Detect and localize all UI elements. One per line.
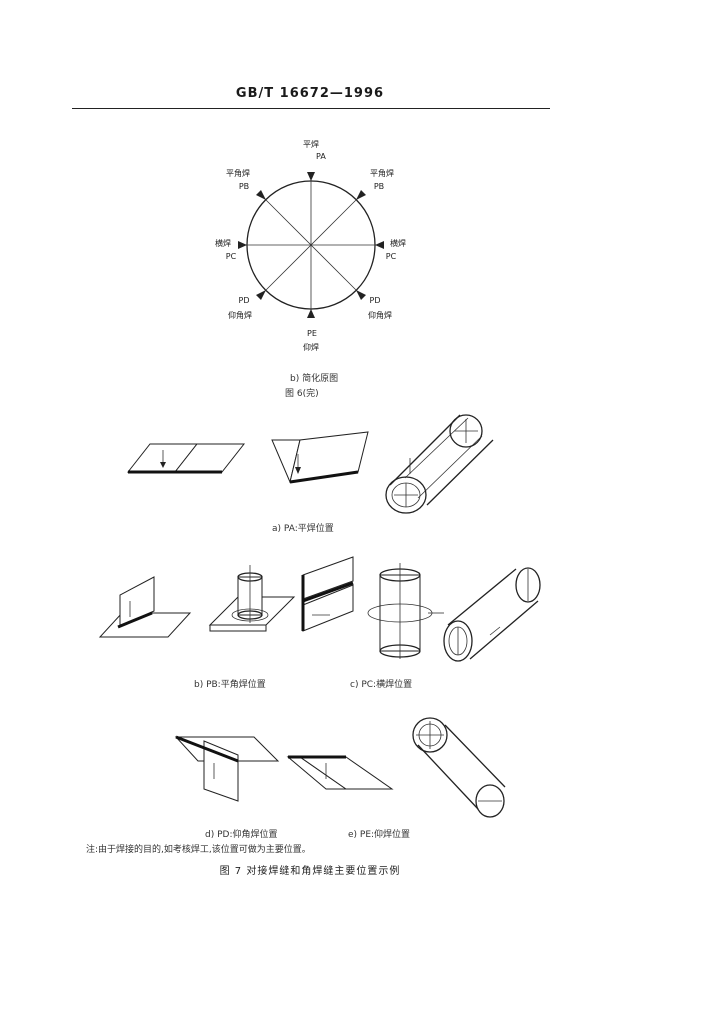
label-left-code: PC [226,252,237,261]
caption-d: d) PD:仰角焊位置 [205,830,278,840]
label-lower-right-cn: 仰角焊 [368,310,392,320]
pa-butt-plate [126,443,246,474]
label-lower-left-code: PD [239,296,250,305]
standard-header: GB/T 16672—1996 [235,86,385,101]
pc-butt-vertical [301,556,354,632]
label-upper-left-cn: 平角焊 [226,168,250,178]
pa-pipe [385,414,494,514]
pb-fillet-tee [98,576,192,638]
welding-position-diagram: 平焊 PA 平角焊 PB 平角焊 PB 横焊 PC 横焊 PC PD 仰角焊 P… [215,139,406,352]
pd-pe-illustrations [174,717,506,818]
diagram-subcaption: b) 简化原图 [290,374,339,384]
label-bottom-cn: 仰焊 [303,342,319,352]
caption-c: c) PC:横焊位置 [350,680,413,690]
arrow-lower-right-icon [356,290,366,300]
arrow-upper-right-icon [356,190,366,200]
arrow-upper-left-icon [256,190,266,200]
footnote: 注:由于焊接的目的,如考核焊工,该位置可做为主要位置。 [86,845,311,855]
label-bottom-code: PE [307,329,317,338]
pc-pipe-vertical [367,563,444,659]
label-upper-right-code: PB [374,182,384,191]
caption-b: b) PB:平角焊位置 [194,680,266,690]
pc-pipe-horizontal [443,567,541,662]
label-upper-right-cn: 平角焊 [370,168,394,178]
label-top-code: PA [316,152,326,161]
header-rule [72,108,550,109]
diagonal-axis-2 [261,195,361,295]
caption-a: a) PA:平焊位置 [272,524,334,534]
arrow-lower-left-icon [256,290,266,300]
pd-overhead-fillet [174,735,280,802]
arrow-top-icon [307,172,315,181]
pb-pc-illustrations [98,556,541,662]
label-right-cn: 横焊 [390,238,406,248]
label-lower-left-cn: 仰角焊 [228,310,252,320]
pe-overhead-butt [286,755,394,790]
label-lower-right-code: PD [370,296,381,305]
arrow-bottom-icon [307,309,315,318]
label-left-cn: 横焊 [215,238,231,248]
pb-pipe-on-plate [208,565,296,632]
pe-pipe-diagonal [412,717,506,818]
figure-7-title: 图 7 对接焊缝和角焊缝主要位置示例 [219,866,401,877]
caption-e: e) PE:仰焊位置 [348,830,411,840]
label-right-code: PC [386,252,397,261]
pa-fillet-plate [271,431,369,484]
arrow-left-icon [238,241,247,249]
label-upper-left-code: PB [239,182,249,191]
figure-6-ref: 图 6(完) [285,389,319,399]
label-top-cn: 平焊 [303,139,319,149]
arrow-right-icon [375,241,384,249]
pa-illustrations [126,414,494,514]
